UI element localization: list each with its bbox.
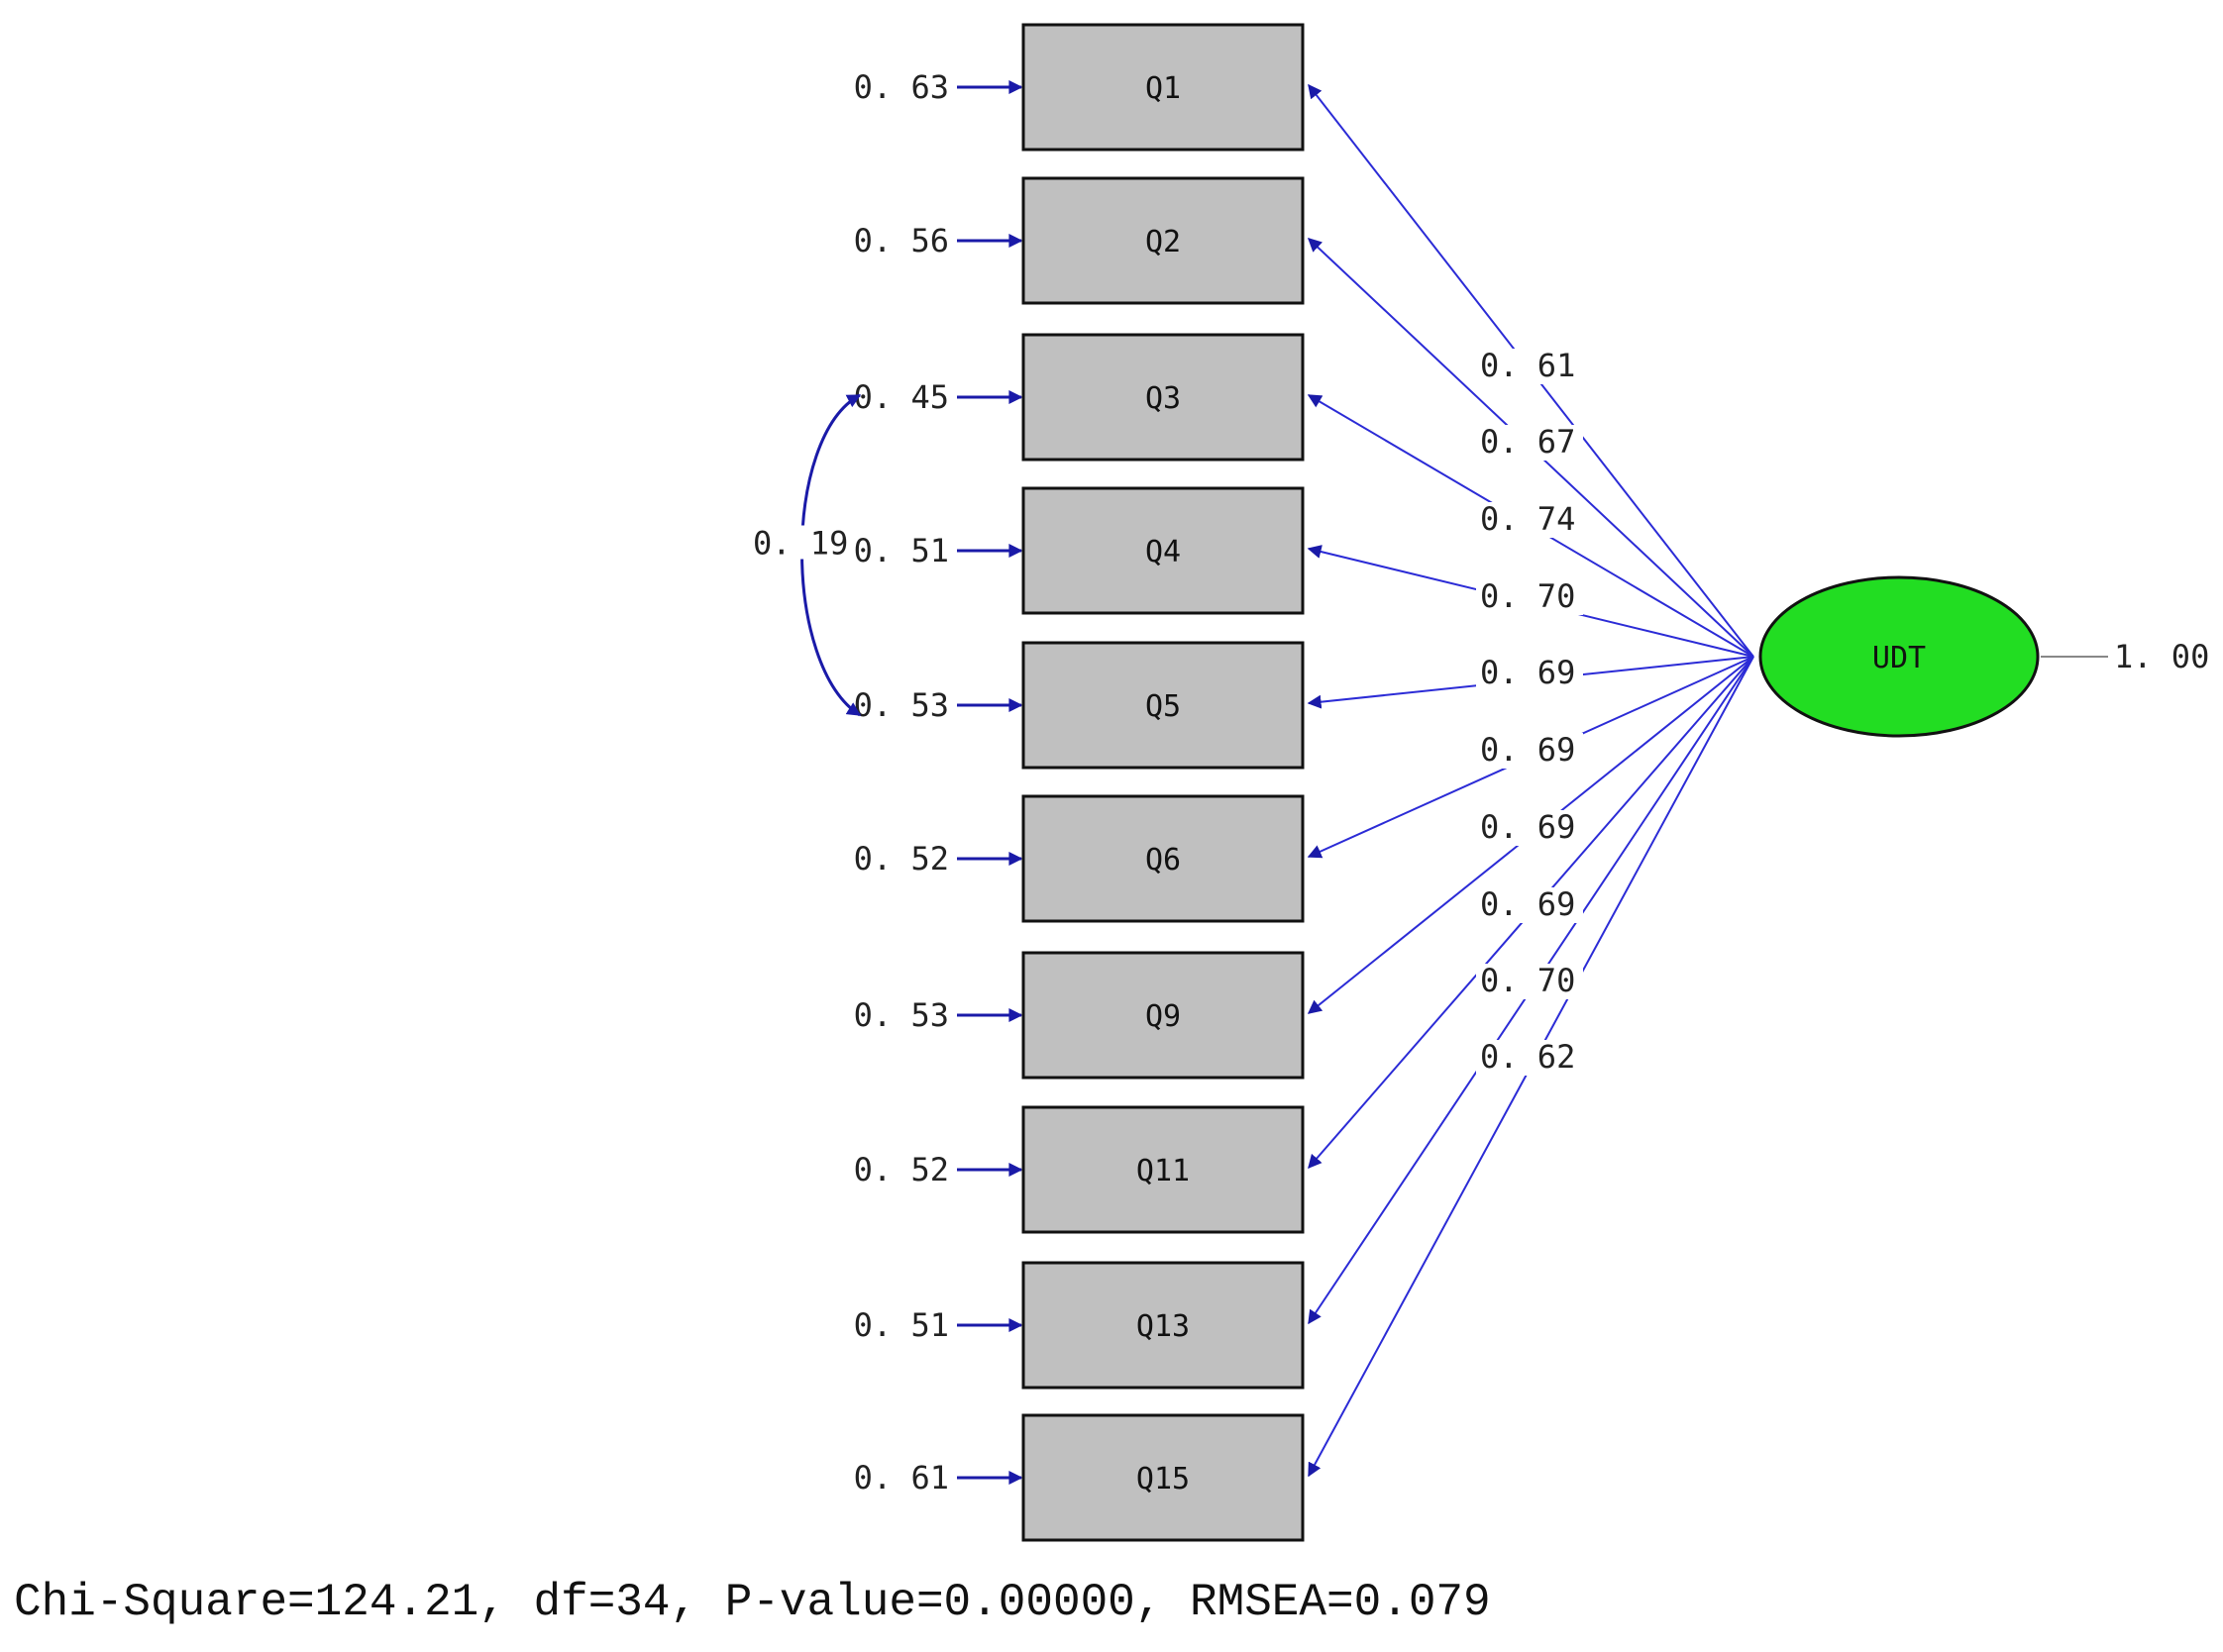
loading-value-q1: 0. 61 [1480, 347, 1575, 384]
loading-label-bg [1476, 1040, 1583, 1076]
observed-box-q5 [1021, 641, 1305, 770]
error-arrows: 0. 63 0. 56 0. 45 0. 51 0. 53 0. 52 0. 53 0. 52… [751, 68, 1023, 1497]
error-variance-q6: 0. 52 [854, 840, 949, 878]
observed-box-q3 [1021, 333, 1305, 462]
loading-value-q5: 0. 69 [1480, 654, 1575, 691]
observed-box-q1 [1021, 23, 1305, 152]
loading-value-q3: 0. 74 [1480, 500, 1575, 538]
fit-statistics: Chi-Square=124.21, df=34, P-value=0.0000… [14, 1577, 1491, 1628]
error-variance-q3: 0. 45 [854, 378, 949, 416]
loading-labels: 0. 61 0. 67 0. 74 0. 70 0. 69 0. 69 0. 69 0. 69… [1476, 347, 1583, 1076]
observed-label-q4: Q4 [1145, 535, 1181, 569]
observed-label-q3: Q3 [1145, 381, 1181, 416]
observed-label-q15: Q15 [1136, 1462, 1190, 1497]
loading-label-bg [1476, 656, 1583, 691]
observed-box-q2 [1021, 176, 1305, 305]
loading-value-q4: 0. 70 [1480, 577, 1575, 615]
latent-variable: UDT 1. 00 [1758, 575, 2209, 738]
error-variance-q9: 0. 53 [854, 996, 949, 1034]
observed-label-q13: Q13 [1136, 1309, 1190, 1344]
loading-label-bg [1476, 502, 1583, 538]
loading-value-q13: 0. 70 [1480, 962, 1575, 999]
error-variance-q5: 0. 53 [854, 686, 949, 724]
error-covariance-value: 0. 19 [753, 525, 848, 563]
loading-label-bg [1476, 964, 1583, 999]
loading-label-bg [1476, 887, 1583, 923]
loading-label-bg [1476, 425, 1583, 461]
loading-value-q9: 0. 69 [1480, 808, 1575, 846]
loading-value-q11: 0. 69 [1480, 885, 1575, 923]
loading-paths [1307, 83, 1754, 1478]
loading-label-bg [1476, 579, 1583, 615]
observed-label-q1: Q1 [1145, 71, 1181, 106]
covariance-label-bg [751, 525, 854, 560]
observed-box-q11 [1021, 1105, 1305, 1234]
observed-box-q4 [1021, 486, 1305, 615]
error-variance-q1: 0. 63 [854, 68, 949, 106]
loading-label-bg [1476, 349, 1583, 384]
observed-label-q5: Q5 [1145, 689, 1181, 724]
observed-label-q11: Q11 [1136, 1154, 1190, 1188]
latent-label-udt: UDT [1872, 641, 1926, 675]
observed-label-q2: Q2 [1145, 225, 1181, 259]
observed-box-q9 [1021, 951, 1305, 1080]
observed-box-q6 [1021, 794, 1305, 923]
observed-label-q6: Q6 [1145, 843, 1181, 878]
observed-box-q15 [1021, 1413, 1305, 1542]
error-variance-q13: 0. 51 [854, 1306, 949, 1344]
loading-value-q2: 0. 67 [1480, 423, 1575, 461]
loading-value-q6: 0. 69 [1480, 731, 1575, 769]
observed-label-q9: Q9 [1145, 999, 1181, 1034]
error-variance-q11: 0. 52 [854, 1151, 949, 1188]
loading-label-bg [1476, 733, 1583, 769]
error-variance-q15: 0. 61 [854, 1459, 949, 1497]
path-diagram: 0. 63 0. 56 0. 45 0. 51 0. 53 0. 52 0. 53 0. 52… [751, 23, 2209, 1542]
loading-value-q15: 0. 62 [1480, 1038, 1575, 1076]
observed-box-q13 [1021, 1261, 1305, 1390]
error-variance-q2: 0. 56 [854, 222, 949, 259]
error-variance-q4: 0. 51 [854, 532, 949, 569]
latent-ellipse-udt [1758, 575, 2040, 738]
loading-label-bg [1476, 810, 1583, 846]
latent-variance-value: 1. 00 [2114, 638, 2209, 675]
